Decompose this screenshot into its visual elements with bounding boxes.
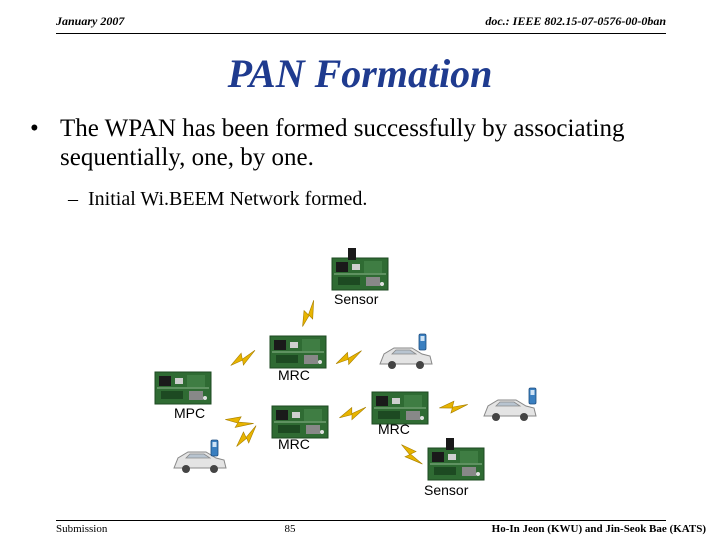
wireless-link — [397, 439, 425, 471]
label-sensor-bottom: Sensor — [424, 482, 469, 498]
mpc-node — [154, 371, 212, 405]
slide-title: PAN Formation — [227, 51, 493, 96]
bullet-mark: • — [30, 115, 39, 142]
sub-bullet-text: Initial Wi.BEEM Network formed. — [88, 188, 368, 210]
label-mrc-upper: MRC — [278, 367, 310, 383]
mrc-node-lower — [271, 405, 329, 439]
label-mrc-lower: MRC — [278, 436, 310, 452]
label-mpc: MPC — [174, 405, 206, 421]
sensor-antenna — [348, 248, 356, 260]
header-divider — [56, 33, 666, 34]
footer-authors: Ho-In Jeon (KWU) and Jin-Seok Bae (KATS) — [491, 523, 706, 535]
sensor-node-bottom — [427, 438, 485, 481]
wireless-link — [231, 423, 263, 451]
bullet-text: The WPAN has been formed successfully by… — [60, 115, 625, 171]
vehicle-node-3 — [173, 439, 227, 474]
sub-bullet-mark: – — [68, 188, 78, 210]
vehicle-node-2 — [483, 387, 537, 422]
sensor-node-top — [331, 248, 389, 291]
wireless-link — [333, 348, 365, 368]
header-doc-id: doc.: IEEE 802.15-07-0576-00-0ban — [485, 14, 666, 28]
header-date: January 2007 — [56, 14, 125, 28]
wireless-link — [337, 404, 368, 423]
page-number: 85 — [284, 523, 296, 535]
wireless-link — [438, 399, 469, 415]
footer-divider — [56, 520, 666, 521]
vehicle-node-1 — [379, 333, 433, 370]
label-mrc-right: MRC — [378, 421, 410, 437]
wireless-link — [223, 411, 255, 434]
sensor-antenna — [446, 438, 454, 450]
label-sensor-top: Sensor — [334, 291, 379, 307]
footer-submission: Submission — [56, 523, 108, 535]
wireless-link — [295, 298, 323, 330]
mrc-node-upper — [269, 335, 327, 369]
wireless-link — [227, 348, 259, 370]
mrc-node-right — [371, 391, 429, 425]
